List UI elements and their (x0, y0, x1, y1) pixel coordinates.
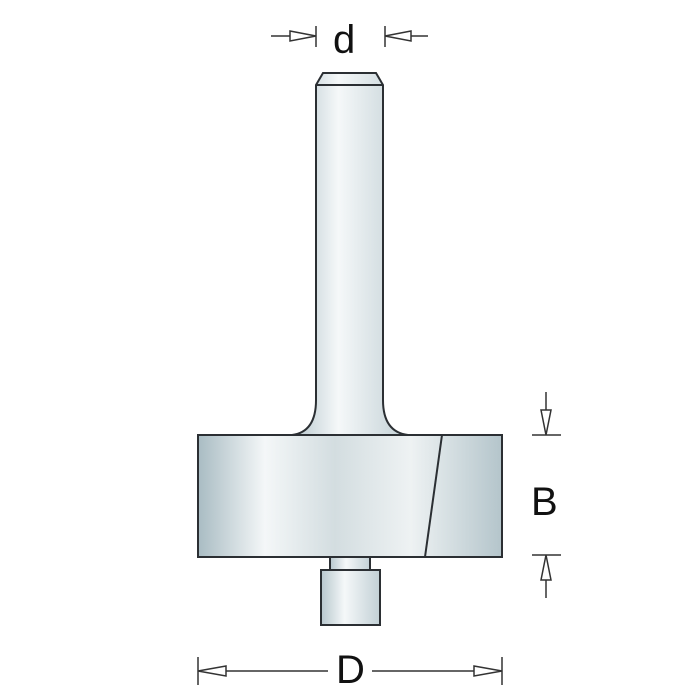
arrow-left-icon (384, 30, 412, 42)
label-B: B (531, 480, 558, 524)
arrow-right-icon (289, 30, 317, 42)
shank (291, 72, 409, 436)
dimension-B (532, 392, 561, 598)
cutting-edge-line (424, 434, 443, 558)
arrow-right-icon (473, 665, 503, 677)
bearing (320, 569, 381, 626)
spacer (329, 556, 371, 571)
dimension-D (197, 657, 503, 685)
arrow-up-icon (540, 554, 552, 581)
cutter-body (197, 434, 503, 558)
arrow-left-icon (197, 665, 227, 677)
label-d: d (333, 18, 356, 62)
arrow-down-icon (540, 409, 552, 436)
dimension-d (271, 26, 428, 47)
label-D: D (336, 648, 365, 692)
